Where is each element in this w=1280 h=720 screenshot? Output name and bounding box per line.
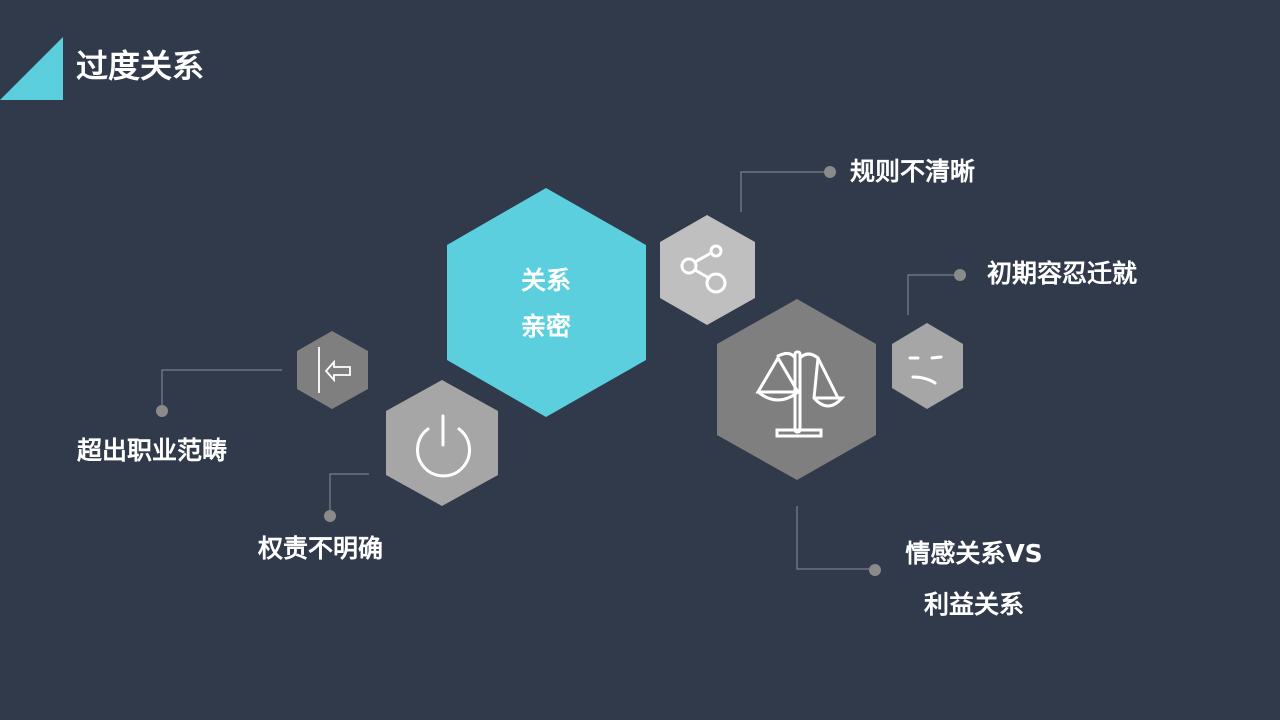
exit-hexagon xyxy=(297,331,368,409)
label-unclear-duty: 权责不明确 xyxy=(257,534,383,563)
exit-icon xyxy=(318,347,351,393)
center-hexagon xyxy=(447,188,646,417)
page-title: 过度关系 xyxy=(76,47,204,85)
connector-tolerance xyxy=(907,269,966,315)
label-beyond-scope: 超出职业范畴 xyxy=(77,436,227,465)
face-icon xyxy=(908,355,943,385)
face-hexagon xyxy=(892,323,963,409)
center-text-line2: 亲密 xyxy=(521,312,571,341)
title-accent-triangle xyxy=(0,37,63,100)
share-icon xyxy=(680,244,727,294)
label-emotion-line1: 情感关系VS xyxy=(905,539,1042,568)
center-text-line1: 关系 xyxy=(521,266,571,295)
scale-icon xyxy=(755,350,846,438)
connector-beyond-scope xyxy=(156,369,282,417)
connector-emotion xyxy=(796,506,881,576)
power-icon xyxy=(416,414,471,478)
connector-unclear-duty xyxy=(324,473,369,522)
label-tolerance: 初期容忍迁就 xyxy=(987,259,1137,288)
share-hexagon xyxy=(660,215,755,325)
connector-rules xyxy=(740,166,836,212)
label-emotion-line2: 利益关系 xyxy=(924,590,1024,619)
label-rules: 规则不清晰 xyxy=(850,157,975,186)
